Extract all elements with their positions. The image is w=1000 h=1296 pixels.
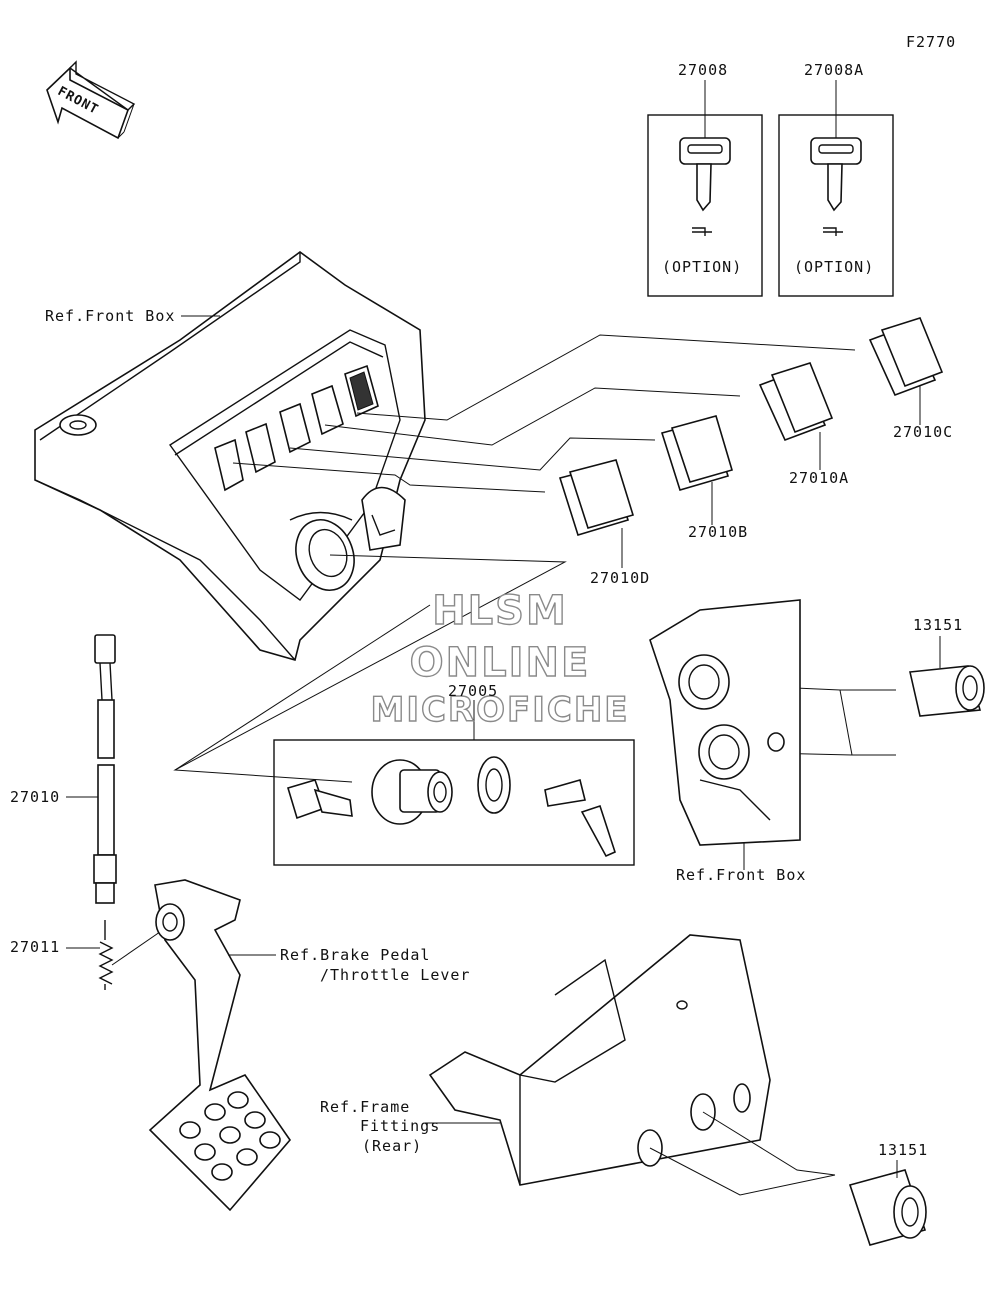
- power-socket-13151-bottom: [848, 1160, 927, 1246]
- label-ref-front-box-top: Ref.Front Box: [45, 307, 176, 325]
- rocker-switch-27010D: [558, 459, 635, 568]
- label-27010B: 27010B: [688, 523, 749, 541]
- label-27010A: 27010A: [789, 469, 850, 487]
- ignition-switch-kit-27005: [273, 700, 635, 866]
- label-27010: 27010: [10, 788, 61, 806]
- label-13151-bottom: 13151: [878, 1141, 929, 1159]
- rocker-switch-27010B: [660, 415, 733, 525]
- label-ref-frame-2: Fittings: [360, 1117, 441, 1135]
- label-ref-frame-1: Ref.Frame: [320, 1098, 411, 1116]
- label-ref-front-box-right: Ref.Front Box: [676, 866, 807, 884]
- label-27008A: 27008A: [804, 61, 865, 79]
- label-ref-frame-3: (Rear): [362, 1137, 423, 1155]
- watermark-line-3: MICROFICHE: [370, 689, 630, 730]
- power-socket-13151-top: [909, 636, 985, 717]
- switch-harness-27010: [66, 634, 117, 904]
- label-ref-brake-pedal-2: /Throttle Lever: [320, 966, 471, 984]
- spring-27011: [66, 920, 171, 990]
- watermark-line-2: ONLINE: [409, 639, 591, 686]
- label-27010C: 27010C: [893, 423, 954, 441]
- label-option-1: (OPTION): [662, 258, 743, 276]
- label-27008: 27008: [678, 61, 729, 79]
- front-arrow-icon: [46, 60, 136, 140]
- key-27008-box: [647, 80, 763, 297]
- rocker-switch-27010A: [758, 362, 834, 470]
- key-27008A-box: [778, 80, 894, 297]
- label-ref-brake-pedal-1: Ref.Brake Pedal: [280, 946, 431, 964]
- label-13151-top: 13151: [913, 616, 964, 634]
- label-27011: 27011: [10, 938, 61, 956]
- front-box-dashboard: [34, 251, 426, 661]
- rocker-switch-27010C: [868, 317, 944, 425]
- front-box-right-panel: [649, 599, 801, 846]
- label-option-2: (OPTION): [794, 258, 875, 276]
- watermark-line-1: HLSM: [432, 587, 568, 634]
- frame-fittings-rear: [425, 934, 836, 1196]
- figure-code: F2770: [906, 33, 957, 51]
- label-27005: 27005: [448, 682, 499, 700]
- label-27010D: 27010D: [590, 569, 651, 587]
- brake-pedal: [148, 879, 292, 1212]
- leader-lines: [173, 315, 896, 870]
